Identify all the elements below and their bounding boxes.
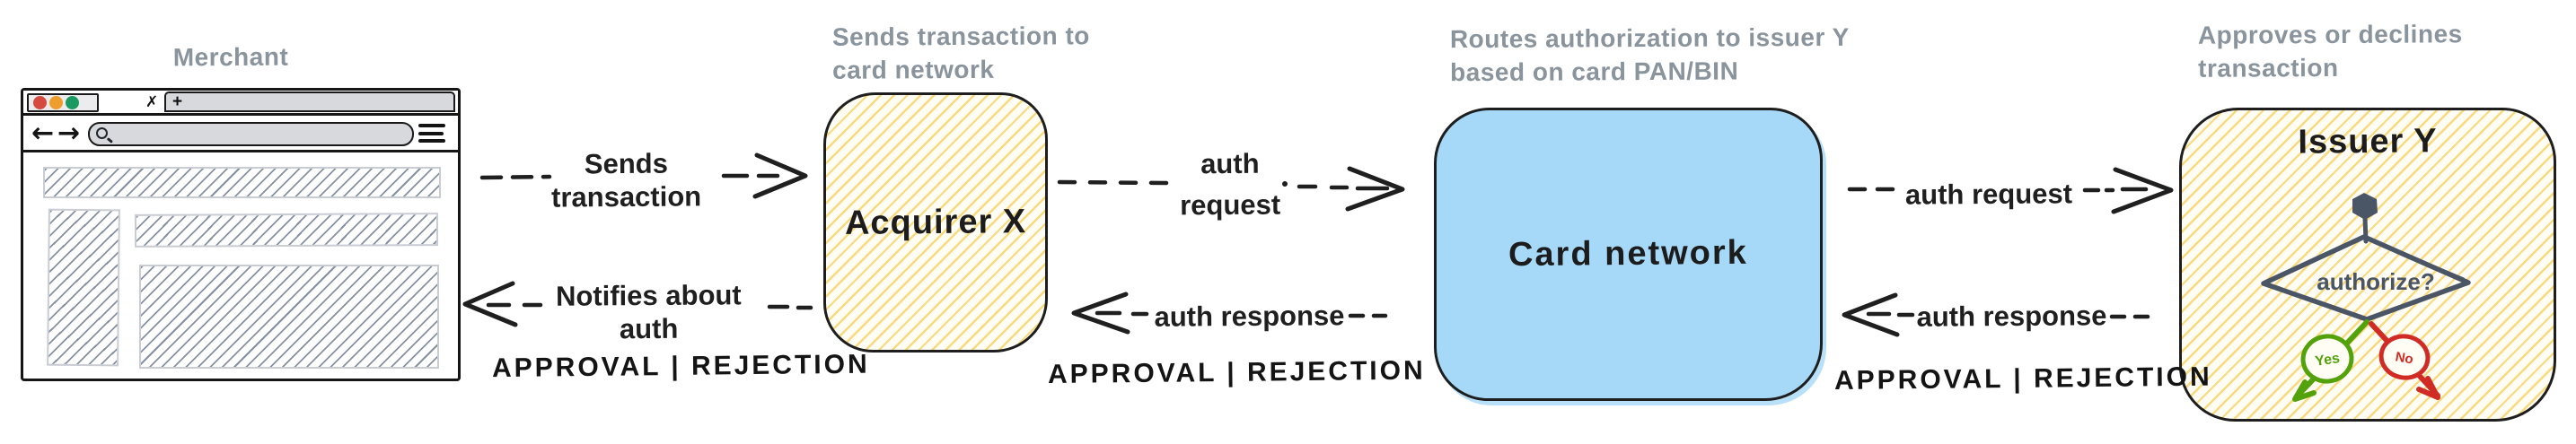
hamburger-menu-icon xyxy=(418,124,445,147)
acquirer-note: Sends transaction to card network xyxy=(832,19,1090,87)
forward-icon: → xyxy=(57,118,81,149)
close-window-icon xyxy=(33,96,47,109)
acquirer-node: Acquirer X xyxy=(823,92,1048,353)
window-controls xyxy=(27,93,99,112)
arrowhead-to-acquirer xyxy=(752,152,808,199)
issuer-node: Issuer Y authorize? Yes No xyxy=(2179,108,2556,422)
card-network-note-line1: Routes authorization to issuer Y xyxy=(1449,22,1850,54)
start-node xyxy=(2352,193,2378,220)
browser-tab: + xyxy=(164,91,455,112)
network-to-issuer-label: auth request xyxy=(1904,178,2073,211)
card-network-node: Card network xyxy=(1434,108,1823,401)
card-network-note-line2: based on card PAN/BIN xyxy=(1450,57,1739,87)
no-bubble xyxy=(2378,334,2431,380)
close-tab-icon: ✗ xyxy=(145,93,159,110)
wireframe-sidebar-block xyxy=(47,208,120,367)
no-label: No xyxy=(2394,349,2414,367)
merchant-result-label: APPROVAL | REJECTION xyxy=(491,349,870,384)
wireframe-banner-block xyxy=(43,167,441,198)
card-network-title: Card network xyxy=(1508,233,1749,274)
back-icon: ← xyxy=(31,118,55,149)
merchant-label: Merchant xyxy=(172,42,289,72)
flow-label-line: Notifies about xyxy=(555,279,742,312)
issuer-note: Approves or declines transaction xyxy=(2198,17,2463,85)
zoom-window-icon xyxy=(66,96,79,109)
flow-label-line: Sends xyxy=(584,147,669,180)
arrowhead-to-issuer xyxy=(2111,167,2174,214)
arrowhead-to-network xyxy=(1345,166,1405,212)
flow-label-line: auth xyxy=(1200,147,1260,180)
flow-label-line: request xyxy=(1180,188,1281,222)
network-to-acquirer-label: auth response xyxy=(1154,300,1345,333)
yes-arrowhead xyxy=(2292,379,2317,402)
arrowhead-to-acquirer-return xyxy=(1071,292,1130,335)
acquirer-result-label: APPROVAL | REJECTION xyxy=(1047,355,1426,390)
acquirer-note-line2: card network xyxy=(832,55,995,84)
flow-label-line: auth xyxy=(619,312,679,345)
arrowhead-to-network-return xyxy=(1842,292,1900,337)
search-icon xyxy=(96,127,108,139)
no-arrowhead xyxy=(2416,376,2440,400)
flow-label-line: transaction xyxy=(550,180,702,213)
browser-tab-bar: ✗ + xyxy=(23,91,458,116)
decision-label: authorize? xyxy=(2317,268,2434,295)
yes-bubble xyxy=(2300,334,2354,384)
issuer-note-line2: transaction xyxy=(2198,53,2339,83)
acquirer-note-line1: Sends transaction to xyxy=(831,22,1090,51)
merchant-to-acquirer-label: Sends transaction xyxy=(503,146,751,214)
new-tab-icon: + xyxy=(172,92,183,111)
merchant-browser-window: ✗ + ← → xyxy=(21,88,461,381)
arrowhead-to-merchant xyxy=(462,281,518,327)
acquirer-to-network-label: auth request xyxy=(1118,143,1343,227)
wireframe-bar-block xyxy=(134,213,439,248)
browser-nav-bar: ← → xyxy=(23,116,458,152)
card-network-note: Routes authorization to issuer Y based o… xyxy=(1450,21,1850,89)
minimize-window-icon xyxy=(49,96,63,109)
acquirer-to-merchant-label: Notifies about auth xyxy=(525,278,773,346)
address-bar xyxy=(88,122,414,146)
network-result-label: APPROVAL | REJECTION xyxy=(1833,361,2212,396)
wireframe-content-block xyxy=(139,265,439,369)
yes-label: Yes xyxy=(2314,351,2341,370)
issuer-decision-flowchart: authorize? Yes No xyxy=(2261,193,2471,402)
issuer-note-line1: Approves or declines xyxy=(2197,20,2463,49)
acquirer-title: Acquirer X xyxy=(844,202,1027,242)
issuer-to-network-label: auth response xyxy=(1916,300,2107,333)
